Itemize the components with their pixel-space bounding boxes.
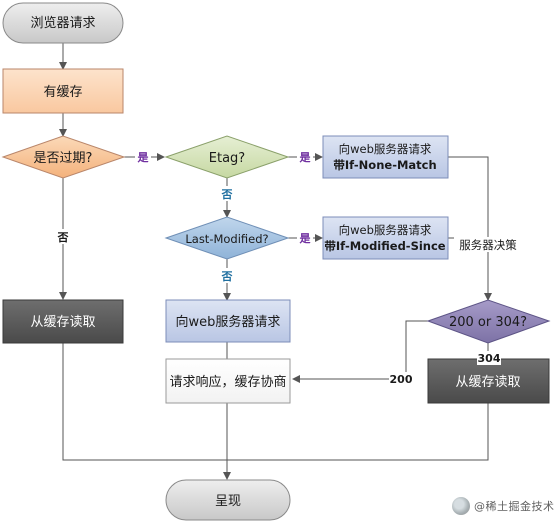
if-none-match-line1: 向web服务器请求: [339, 142, 432, 156]
browser-request-label: 浏览器请求: [30, 15, 95, 31]
etag-label: Etag?: [209, 151, 245, 166]
edge-if-none-match-to-decision: [448, 156, 492, 301]
label-etag-yes: 是: [299, 151, 312, 164]
if-none-match-line2: 带If-None-Match: [333, 158, 436, 172]
node-last-modified-decision: Last-Modified?: [164, 216, 290, 260]
label-last-modified-yes: 是: [299, 232, 312, 245]
node-request-if-none-match: 向web服务器请求 带If-None-Match: [322, 135, 449, 179]
node-has-cache: 有缓存: [2, 68, 124, 114]
watermark: @稀土掘金技术社区: [452, 494, 554, 518]
label-etag-no: 否: [221, 188, 233, 201]
status-decision-label: 200 or 304?: [449, 315, 527, 330]
edges: [59, 43, 492, 480]
label-server-decision: 服务器决策: [459, 238, 517, 252]
edge-labels: 是 否 是 否 是 否 服务器决策 304 200: [55, 149, 522, 386]
request-server-label: 向web服务器请求: [176, 314, 281, 330]
label-expired-no: 否: [57, 231, 69, 244]
node-negotiate: 请求响应，缓存协商: [165, 358, 291, 404]
read-cache-left-label: 从缓存读取: [30, 315, 95, 330]
negotiate-label: 请求响应，缓存协商: [169, 374, 286, 390]
read-cache-right-label: 从缓存读取: [455, 375, 520, 390]
if-modified-since-line1: 向web服务器请求: [339, 223, 432, 237]
render-label: 呈现: [215, 494, 241, 509]
label-last-modified-no: 否: [221, 270, 233, 283]
node-read-cache-left: 从缓存读取: [2, 299, 124, 344]
label-expired-yes: 是: [137, 151, 150, 164]
node-browser-request: 浏览器请求: [2, 2, 124, 44]
edge-read-cache-right-to-render: [227, 403, 489, 461]
node-request-if-modified-since: 向web服务器请求 带If-Modified-Since: [322, 216, 449, 260]
expired-label: 是否过期?: [34, 151, 93, 166]
label-status-304: 304: [478, 352, 501, 365]
last-modified-label: Last-Modified?: [185, 232, 268, 246]
label-status-200: 200: [390, 373, 413, 386]
node-etag-decision: Etag?: [164, 135, 290, 179]
node-expired-decision: 是否过期?: [1, 135, 126, 179]
if-modified-since-line2: 带If-Modified-Since: [324, 239, 445, 253]
watermark-logo-icon: [452, 497, 470, 515]
has-cache-label: 有缓存: [43, 85, 82, 100]
node-render: 呈现: [165, 479, 291, 521]
node-request-server: 向web服务器请求: [165, 299, 291, 343]
node-read-cache-right: 从缓存读取: [427, 358, 550, 404]
watermark-text: @稀土掘金技术社区: [474, 500, 554, 513]
node-status-decision: 200 or 304?: [426, 299, 551, 344]
edge-read-cache-left-to-render: [62, 343, 227, 461]
edge-decision-200-to-negotiate: [292, 320, 440, 383]
